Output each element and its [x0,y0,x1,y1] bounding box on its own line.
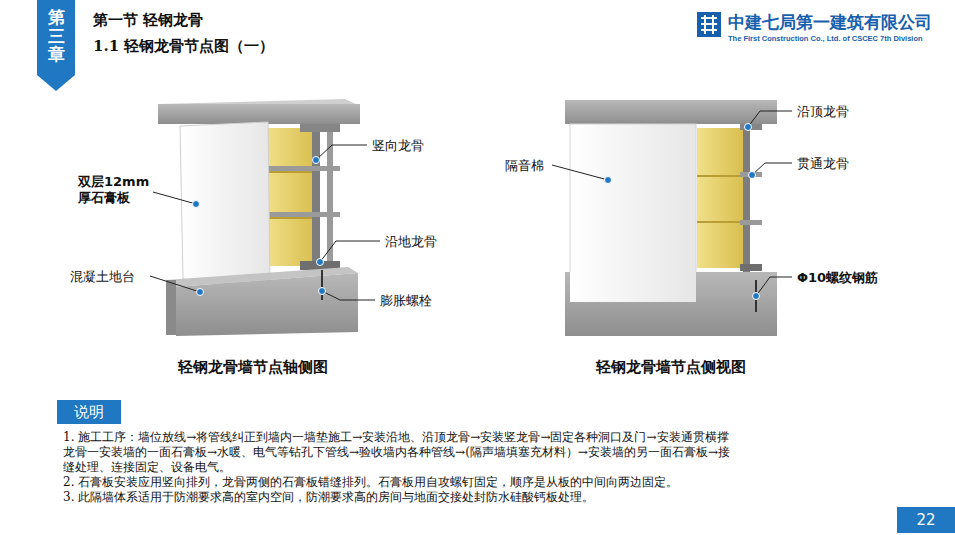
company-name: 中建七局第一建筑有限公司 [728,11,932,34]
slide-title: 第一节 轻钢龙骨 [93,11,203,30]
leader-lines [150,111,792,300]
axonometric-wall [158,99,360,336]
part-label: 沿顶龙骨 [797,103,849,121]
logo-icon [697,12,721,37]
part-label: 混凝土地台 [70,268,135,286]
page-number: 22 [897,507,955,533]
subtitle: 1.1 轻钢龙骨节点图（一） [93,37,274,56]
chapter-tab: 第三章 [37,0,75,91]
part-label: Φ10螺纹钢筋 [797,269,878,287]
page-number-text: 22 [897,507,955,533]
note-text: 2. 石膏板安装应用竖向排列，龙骨两侧的石膏板错缝排列。石膏板用自攻螺钉固定，顺… [63,475,735,490]
figure-caption: 轻钢龙骨墙节点侧视图 [558,358,783,377]
leader-dots [193,124,760,300]
part-label: 膨胀螺栓 [380,292,432,310]
part-label: 双层12mm 厚石膏板 [78,174,150,206]
part-label: 竖向龙骨 [372,137,424,155]
part-label: 贯通龙骨 [797,155,849,173]
note-tab: 说明 [57,400,121,424]
part-label: 沿地龙骨 [385,233,437,251]
note-text: 3. 此隔墙体系适用于防潮要求高的室内空间，防潮要求高的房间与地面交接处封防水硅… [63,490,735,505]
part-label: 隔音棉 [505,157,544,175]
side-view-wall [565,100,777,336]
notes-area: 1. 施工工序：墙位放线→将管线纠正到墙内一墙垫施工→安装沿地、沿顶龙骨→安装竖… [63,430,735,505]
company-english: The First Construction Co., Ltd. of CSCE… [728,34,923,43]
figure-caption: 轻钢龙骨墙节点轴侧图 [140,358,365,377]
note-text: 1. 施工工序：墙位放线→将管线纠正到墙内一墙垫施工→安装沿地、沿顶龙骨→安装竖… [63,430,735,475]
note-tab-text: 说明 [57,400,121,424]
chapter-tab-text: 第三章 [48,8,65,64]
